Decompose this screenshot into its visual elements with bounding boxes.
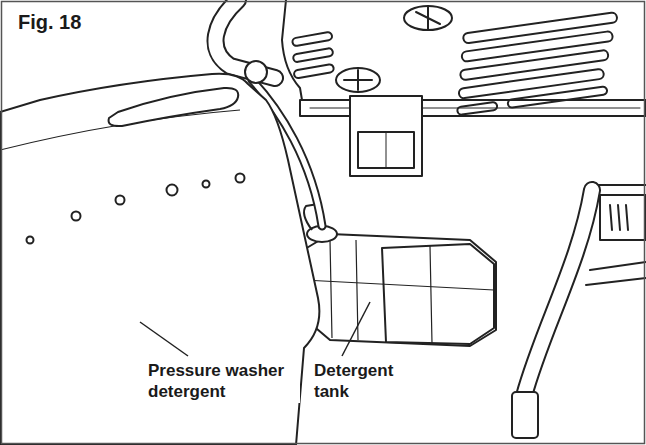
leader-line: [140, 302, 370, 356]
vent-slots: [288, 32, 338, 79]
part-label: Detergent tank: [312, 360, 416, 403]
control-panel: [350, 96, 422, 176]
side-bracket: [595, 185, 646, 240]
figure-title: Fig. 18: [16, 10, 83, 35]
knob-grip: [344, 70, 372, 90]
knob: [404, 6, 452, 30]
frame-foot: [586, 262, 646, 285]
knob: [336, 68, 380, 92]
bracket-ribs: [610, 205, 628, 230]
tube-foot: [512, 392, 538, 438]
knob-grip: [416, 6, 440, 30]
part-label: Pressure washer detergent: [146, 360, 300, 403]
panel-window: [358, 132, 414, 168]
detergent-bottle: [0, 61, 319, 445]
detergent-tank-shape: [300, 204, 496, 346]
panel-divider: [386, 132, 387, 168]
housing-outline: [282, 0, 646, 100]
vent-slots: [447, 12, 627, 115]
